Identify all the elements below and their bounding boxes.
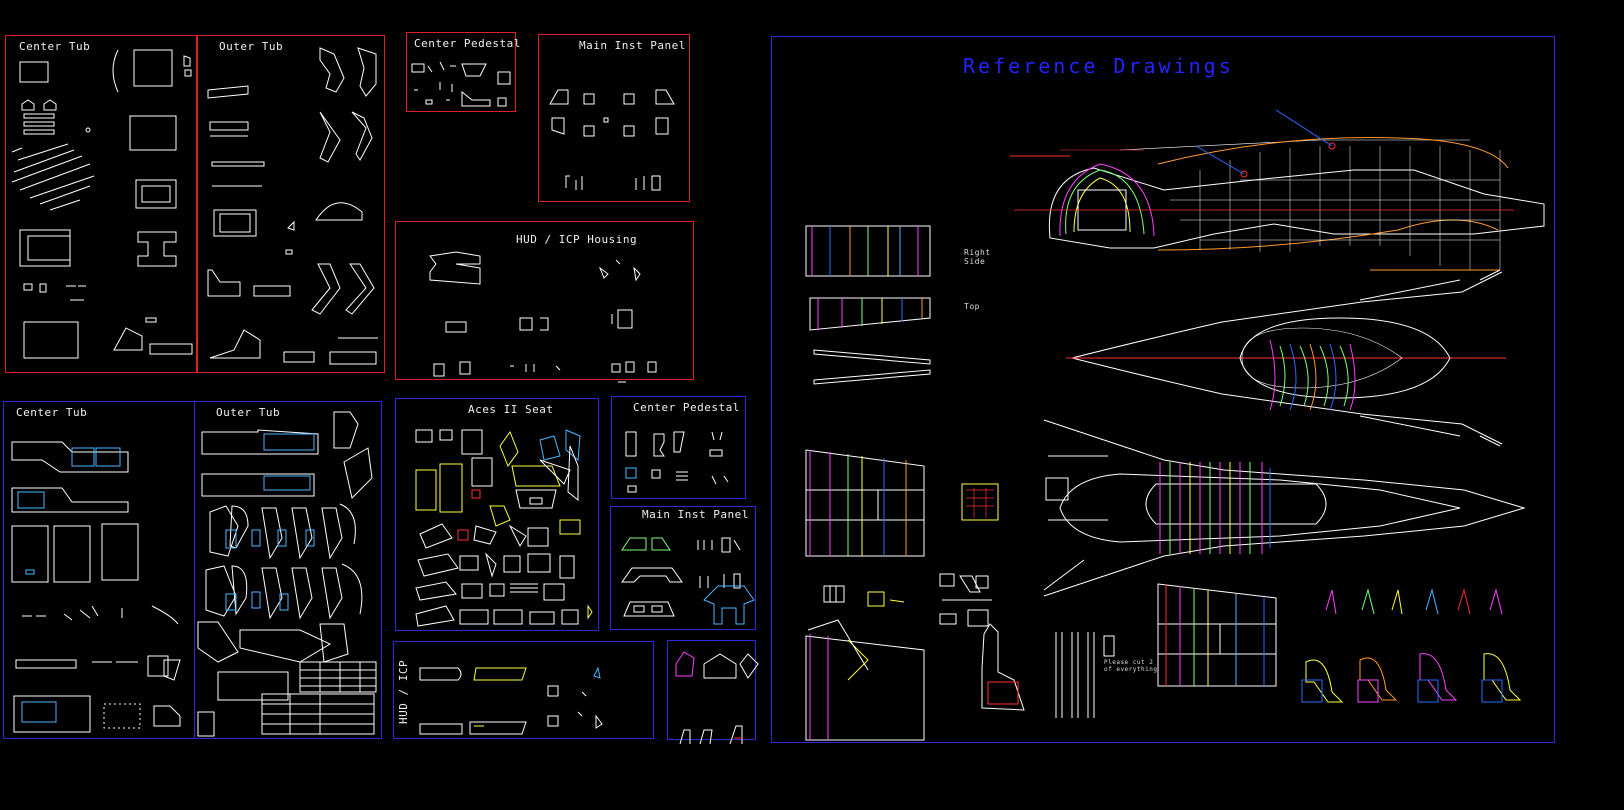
center-pedestal-blue-title: Center Pedestal: [633, 401, 740, 414]
red-outer-tub-parts: [207, 47, 378, 365]
hud-icp-frame: [393, 641, 654, 739]
center-pedestal-red-frame: [406, 32, 516, 112]
center-pedestal-blue-frame: [611, 396, 746, 499]
center-tub-blue-title: Center Tub: [16, 406, 88, 419]
hud-icp-blue-parts: [419, 666, 603, 735]
main-inst-panel-blue-title: Main Inst Panel: [642, 508, 749, 521]
reference-drawings-title: Reference Drawings: [963, 54, 1234, 78]
aces-seat-frame: [395, 398, 599, 631]
center-tub-red-title: Center Tub: [19, 40, 91, 53]
cut-note-label: Please cut 2 of everything: [1104, 659, 1158, 673]
center-pedestal-red-title: Center Pedestal: [414, 37, 521, 50]
outer-tub-red-frame: [197, 35, 385, 373]
center-tub-red-frame: [5, 35, 197, 373]
main-inst-panel-blue-frame: [610, 506, 756, 630]
hud-icp-housing-frame: [395, 221, 694, 380]
side-view-drawing: [1010, 109, 1545, 271]
blue-center-tub-parts: [11, 441, 181, 733]
side-panel-templates: [805, 225, 931, 741]
reference-misc-parts: [823, 483, 1115, 718]
blue-center-pedestal-parts: [625, 431, 729, 493]
hud-icp-housing-title: HUD / ICP Housing: [516, 233, 638, 246]
outer-tub-blue-frame: [194, 401, 382, 739]
main-inst-panel-red-title: Main Inst Panel: [579, 39, 686, 52]
red-main-inst-panel-parts: [549, 89, 675, 191]
hud-icp-housing-parts: [429, 251, 657, 383]
rib-profile-parts: [1301, 588, 1522, 703]
aces-seat-parts: [415, 429, 593, 627]
right-side-label: Right Side: [964, 248, 991, 266]
blue-outer-tub-parts: [197, 411, 377, 737]
seat-details-frame: [667, 640, 756, 740]
red-center-pedestal-parts: [411, 61, 511, 107]
blue-main-inst-panel-parts: [621, 537, 755, 625]
top-view-drawing: [1066, 269, 1506, 447]
outer-tub-blue-title: Outer Tub: [216, 406, 281, 419]
top-label: Top: [964, 302, 980, 311]
main-inst-panel-red-frame: [538, 34, 690, 202]
aces-seat-title: Aces II Seat: [468, 403, 554, 416]
bottom-view-drawing: [1043, 419, 1526, 597]
reference-drawings-frame: [771, 36, 1555, 743]
right-panel-template: [1157, 583, 1277, 687]
seat-detail-parts: [675, 651, 759, 745]
outer-tub-red-title: Outer Tub: [219, 40, 284, 53]
red-center-tub-parts: [11, 49, 193, 359]
